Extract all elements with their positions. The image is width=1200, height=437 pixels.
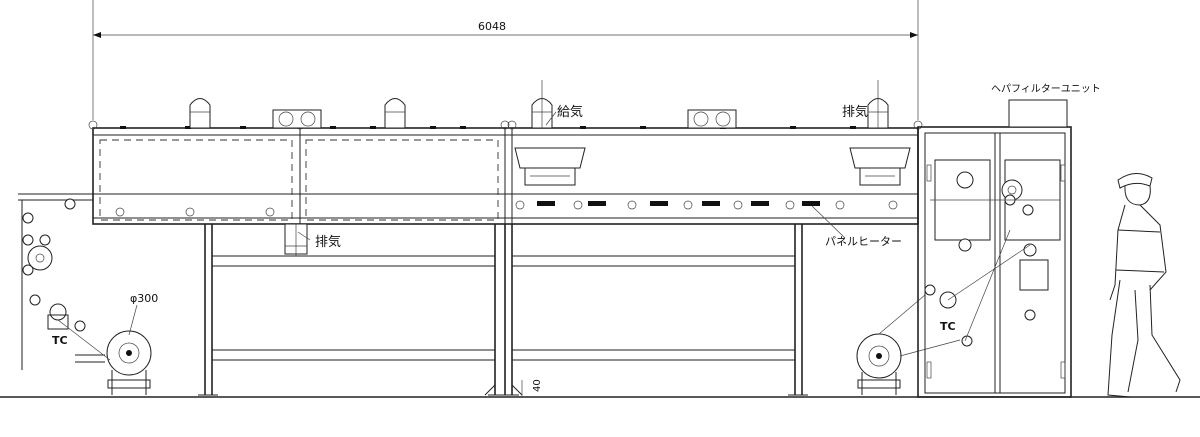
panel-heater-label: パネルヒーター xyxy=(825,235,902,248)
roll-diameter-label: φ300 xyxy=(130,292,158,305)
exhaust-bottom-label: 排気 xyxy=(315,234,341,250)
tc-right-label: TC xyxy=(940,320,956,333)
bottom-exhaust-duct xyxy=(284,223,308,256)
conveyor-rollers xyxy=(115,200,898,217)
oven-body xyxy=(88,120,923,225)
left-unwind-unit xyxy=(18,193,152,395)
top-ducts xyxy=(189,80,889,129)
hepa-filter-cabinet xyxy=(917,99,1072,398)
dim-40-label: 40 xyxy=(532,379,543,392)
operator-figure xyxy=(1107,173,1181,398)
exhaust-top-label: 排気 xyxy=(842,104,868,120)
supply-air-label: 給気 xyxy=(557,104,583,120)
panel-heater-row xyxy=(537,201,846,239)
right-rewind-unit xyxy=(856,284,973,395)
dimension-6048: 6048 xyxy=(92,0,919,120)
hepa-filter-unit-label: ヘパフィルターユニット xyxy=(991,83,1101,95)
nozzle-boxes xyxy=(514,147,911,186)
tc-left-label: TC xyxy=(52,334,68,347)
dimension-6048-label: 6048 xyxy=(478,20,506,33)
support-frame xyxy=(198,224,808,397)
